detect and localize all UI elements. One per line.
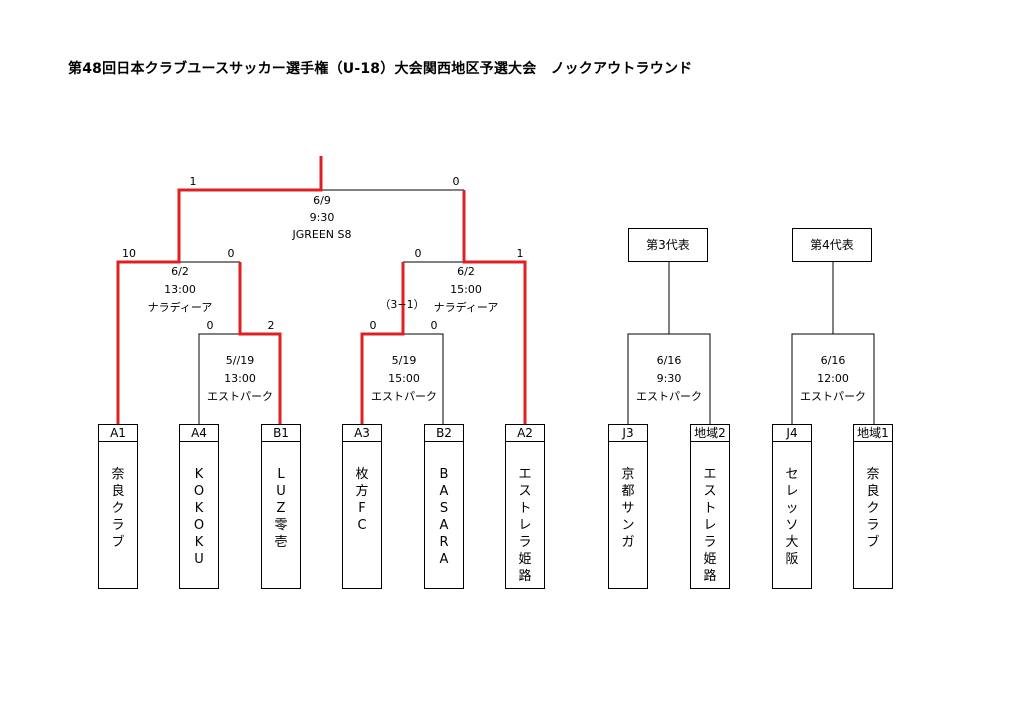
team-box: 地域1 奈良クラブ [853, 424, 893, 589]
rep4-time: 12:00 [817, 372, 849, 385]
team-box: B1 LUZ零壱 [261, 424, 301, 589]
team-code: A4 [180, 425, 218, 442]
winner-line-hirakata [360, 262, 405, 424]
r1b-bracket-line [403, 333, 444, 424]
team-box: A3 枚方FC [342, 424, 382, 589]
r1a-venue: エストパーク [207, 390, 273, 403]
team-name: エストレラ姫路 [518, 467, 532, 584]
sfa-time: 13:00 [164, 283, 196, 296]
sfa-date: 6/2 [171, 265, 189, 278]
team-name: 奈良クラブ [866, 467, 880, 550]
team-name: エストレラ姫路 [703, 467, 717, 584]
sfb-date: 6/2 [457, 265, 475, 278]
team-box: A2 エストレラ姫路 [505, 424, 545, 589]
sfa-score-left: 10 [122, 247, 136, 260]
sfb-score-right: 1 [516, 247, 524, 260]
r1b-pk-score: （3−1） [379, 298, 425, 311]
bracket-black-lines [179, 189, 875, 424]
team-box: B2 BASARA [424, 424, 464, 589]
team-name: 奈良クラブ [111, 467, 125, 550]
team-box: A4 KOKOKU [179, 424, 219, 589]
winner-line-nara [116, 156, 323, 424]
r1a-bracket-line [198, 333, 240, 424]
team-code: A1 [99, 425, 137, 442]
rep4-venue: エストパーク [800, 390, 866, 403]
team-code: J3 [609, 425, 647, 442]
r1b-date: 5/19 [391, 354, 417, 367]
team-box: A1 奈良クラブ [98, 424, 138, 589]
team-name: KOKOKU [193, 467, 205, 567]
team-code: B1 [262, 425, 300, 442]
r1b-venue: エストパーク [371, 390, 437, 403]
rep4-label-box: 第4代表 [792, 228, 872, 262]
rep3-venue: エストパーク [636, 390, 702, 403]
r1b-time: 15:00 [388, 372, 420, 385]
sfa-score-right: 0 [227, 247, 235, 260]
rep3-time: 9:30 [656, 372, 682, 385]
team-code: J4 [773, 425, 811, 442]
winner-line-estrella [462, 190, 527, 424]
r1a-score-right: 2 [267, 319, 275, 332]
r1a-score-left: 0 [206, 319, 214, 332]
team-box: 地域2 エストレラ姫路 [690, 424, 730, 589]
team-code: A3 [343, 425, 381, 442]
final-date: 6/9 [313, 194, 331, 207]
team-code: B2 [425, 425, 463, 442]
bracket-winner-lines [116, 156, 527, 424]
final-score-right: 0 [452, 175, 460, 188]
page-title: 第48回日本クラブユースサッカー選手権（U-18）大会関西地区予選大会 ノックア… [68, 61, 693, 77]
team-name: LUZ零壱 [274, 467, 288, 550]
sfa-venue: ナラディーア [147, 301, 213, 314]
team-name: 京都サンガ [621, 467, 635, 550]
team-code: 地域2 [691, 425, 729, 442]
team-box: J3 京都サンガ [608, 424, 648, 589]
team-name: セレッソ大阪 [785, 467, 799, 567]
team-box: J4 セレッソ大阪 [772, 424, 812, 589]
rep3-label-box: 第3代表 [628, 228, 708, 262]
team-name: BASARA [439, 467, 449, 567]
r1a-date: 5//19 [225, 354, 255, 367]
sfb-score-left: 0 [414, 247, 422, 260]
team-code: 地域1 [854, 425, 892, 442]
final-venue: JGREEN S8 [292, 228, 352, 241]
rep4-date: 6/16 [820, 354, 846, 367]
rep3-date: 6/16 [656, 354, 682, 367]
r1a-time: 13:00 [224, 372, 256, 385]
team-name: 枚方FC [355, 467, 369, 533]
final-time: 9:30 [309, 211, 335, 224]
sfb-time: 15:00 [450, 283, 482, 296]
r1b-score-left: 0 [369, 319, 377, 332]
final-score-left: 1 [189, 175, 197, 188]
sfb-venue: ナラディーア [433, 301, 499, 314]
r1b-score-right: 0 [430, 319, 438, 332]
winner-line-luz [238, 262, 282, 424]
team-code: A2 [506, 425, 544, 442]
